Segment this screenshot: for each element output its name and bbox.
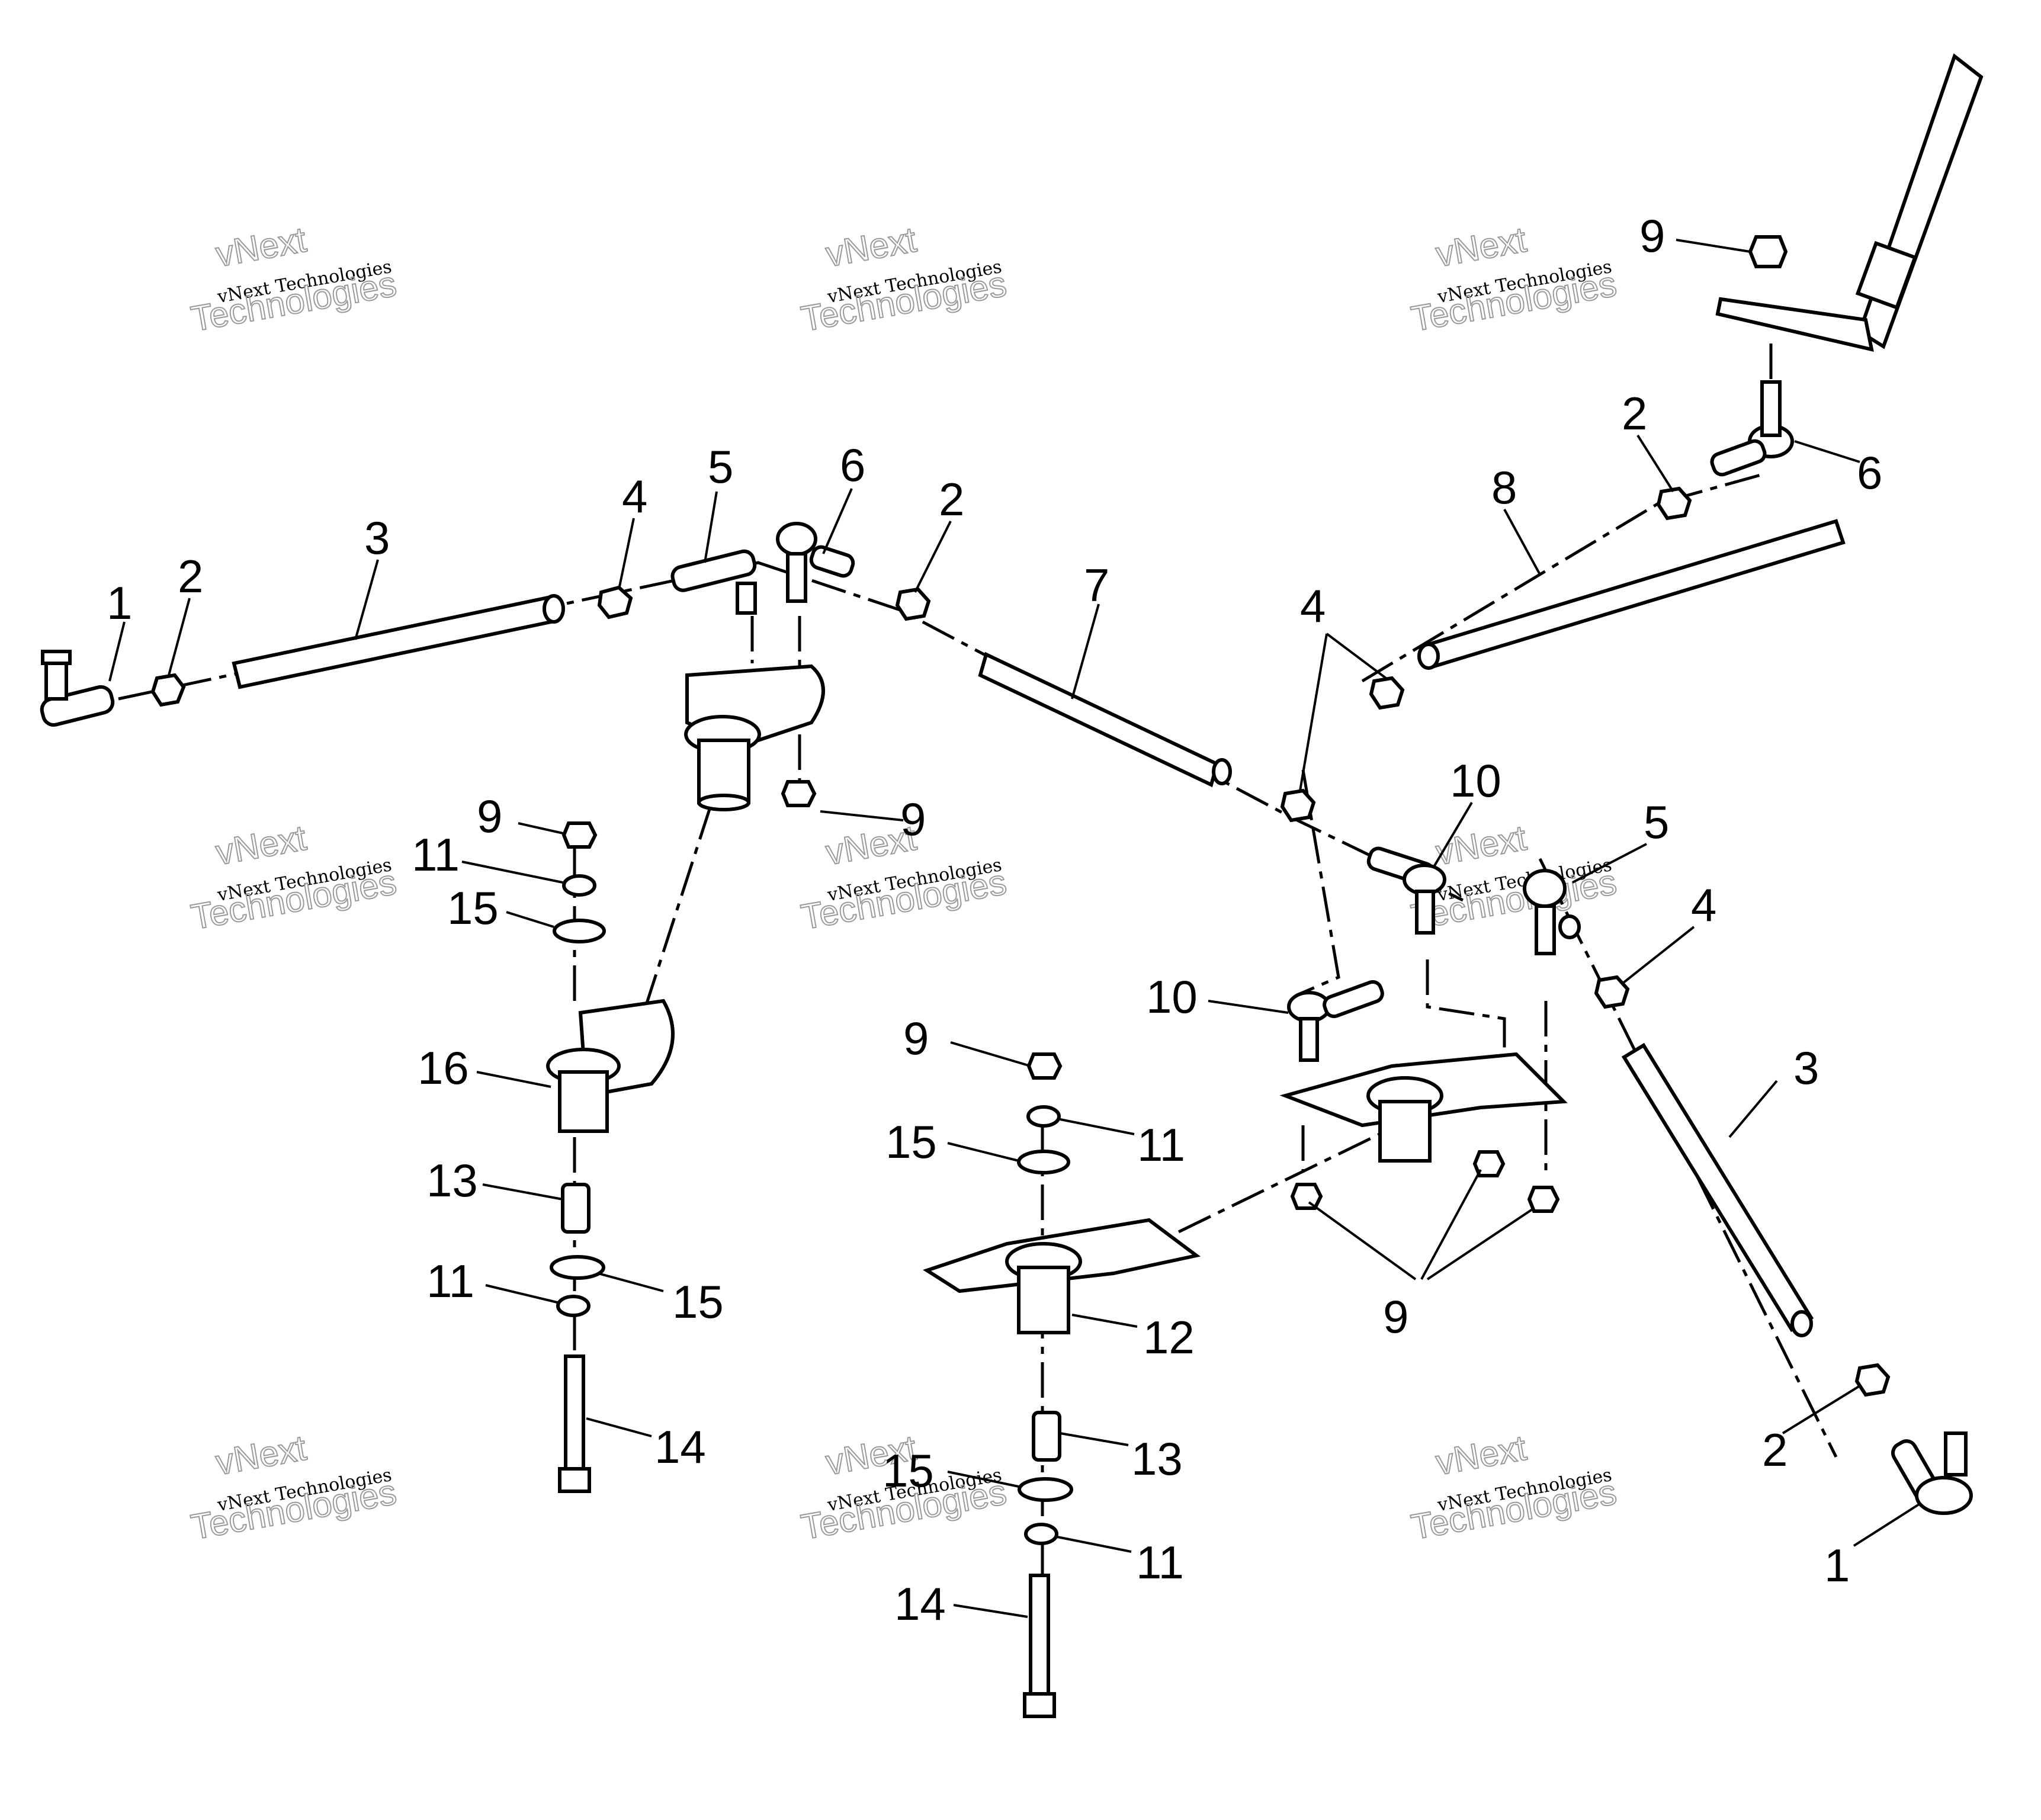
lock-nut [1024, 1523, 1058, 1545]
callout-9: 9 [900, 793, 926, 845]
callout-2: 2 [1762, 1424, 1788, 1476]
callout-15: 15 [882, 1445, 934, 1497]
callout-labels: 1 2 3 4 5 6 2 7 9 2 6 8 4 10 5 4 3 9 9 1… [107, 210, 1882, 1630]
tie-rod-left [232, 594, 565, 689]
tie-rod-right [1621, 1042, 1814, 1337]
leader-lines [108, 239, 1920, 1618]
jam-nut [1656, 486, 1692, 521]
callout-5: 5 [1644, 796, 1669, 848]
callout-1: 1 [1824, 1539, 1850, 1591]
jam-nut [895, 587, 931, 621]
jam-nut [1527, 1186, 1560, 1213]
callout-4: 4 [622, 470, 647, 522]
callout-11: 11 [1136, 1536, 1184, 1588]
rod-end-10-upper [1366, 846, 1446, 935]
watermark-line1: vNext [823, 220, 919, 275]
bellcrank-center [923, 1218, 1201, 1334]
callout-14: 14 [654, 1421, 706, 1473]
rod-end-right [1710, 380, 1794, 477]
washer [553, 919, 606, 943]
callout-11: 11 [412, 829, 460, 881]
spacer [561, 1183, 591, 1234]
lock-nut [1026, 1105, 1061, 1128]
callout-1: 1 [107, 577, 132, 629]
callout-15: 15 [885, 1116, 937, 1168]
washer [1018, 1477, 1073, 1502]
jam-nut [1369, 676, 1405, 710]
jam-nut [781, 780, 817, 807]
callout-2: 2 [178, 550, 203, 602]
jam-nut [1026, 1052, 1063, 1080]
watermark-line1: vNext [1433, 1428, 1529, 1483]
rod-end-left [776, 522, 855, 603]
callout-15: 15 [672, 1276, 724, 1328]
watermark: vNext vNext Technologies Technologies [1408, 1427, 1620, 1548]
steering-column [1715, 53, 1984, 352]
parts [40, 53, 1984, 1718]
pivot-arm-left [546, 999, 675, 1133]
callout-6: 6 [1857, 447, 1882, 499]
ball-joint-left [670, 549, 757, 615]
washer [550, 1255, 605, 1280]
callout-6: 6 [840, 439, 865, 491]
callout-8: 8 [1491, 461, 1517, 513]
callout-3: 3 [364, 512, 390, 564]
jam-nut [561, 821, 598, 849]
callout-12: 12 [1143, 1311, 1195, 1363]
callout-7: 7 [1084, 559, 1109, 611]
bellcrank-right [1279, 1052, 1568, 1163]
watermark: vNext vNext Technologies Technologies [188, 1427, 400, 1548]
jam-nut [597, 585, 633, 619]
pivot-arm-upper [684, 664, 825, 811]
callout-2: 2 [1622, 387, 1647, 439]
spacer [1032, 1411, 1061, 1462]
watermark: vNext vNext Technologies Technologies [188, 219, 400, 340]
watermark-line1: vNext [213, 1428, 309, 1483]
bolt-left [558, 1354, 591, 1493]
tie-rod-end-left [40, 650, 115, 727]
callout-14: 14 [894, 1578, 946, 1630]
watermark: vNext vNext Technologies Technologies [798, 219, 1010, 340]
callout-2: 2 [939, 473, 964, 525]
jam-nut [1280, 788, 1316, 823]
watermark: vNext vNext Technologies Technologies [188, 817, 400, 938]
ball-joint-right [1523, 869, 1581, 955]
washer [1017, 1150, 1070, 1174]
watermark: vNext vNext Technologies Technologies [1408, 219, 1620, 340]
callout-11: 11 [426, 1255, 474, 1307]
jam-nut [1594, 975, 1630, 1009]
tie-rod-upper [1417, 519, 1846, 670]
tie-rod-end-right [1891, 1431, 1973, 1515]
callout-9: 9 [903, 1012, 929, 1064]
callout-5: 5 [708, 441, 733, 493]
watermark-line1: vNext [213, 818, 309, 873]
callout-15: 15 [447, 882, 499, 934]
callout-16: 16 [418, 1042, 469, 1094]
jam-nut [150, 673, 186, 707]
callout-9: 9 [477, 790, 502, 842]
callout-4: 4 [1691, 879, 1716, 931]
watermark-line1: vNext [213, 220, 309, 275]
watermark-line1: vNext [1433, 220, 1529, 275]
rod-end-10-lower [1287, 980, 1384, 1062]
callout-9: 9 [1639, 210, 1665, 262]
callout-10: 10 [1450, 755, 1501, 807]
callout-13: 13 [426, 1154, 478, 1206]
lock-nut [556, 1295, 591, 1317]
jam-nut [1854, 1363, 1891, 1397]
lock-nut [562, 874, 596, 897]
drag-link [978, 651, 1232, 788]
jam-nut [1472, 1150, 1506, 1177]
jam-nut [1748, 235, 1788, 268]
callout-10: 10 [1146, 971, 1198, 1023]
bolt-center [1023, 1574, 1056, 1718]
callout-4: 4 [1300, 580, 1326, 632]
jam-nut [1290, 1183, 1323, 1210]
callout-3: 3 [1793, 1042, 1819, 1094]
watermark: vNext vNext Technologies Technologies [798, 817, 1010, 938]
callout-11: 11 [1137, 1119, 1185, 1171]
callout-9: 9 [1383, 1291, 1408, 1343]
callout-13: 13 [1131, 1433, 1183, 1485]
